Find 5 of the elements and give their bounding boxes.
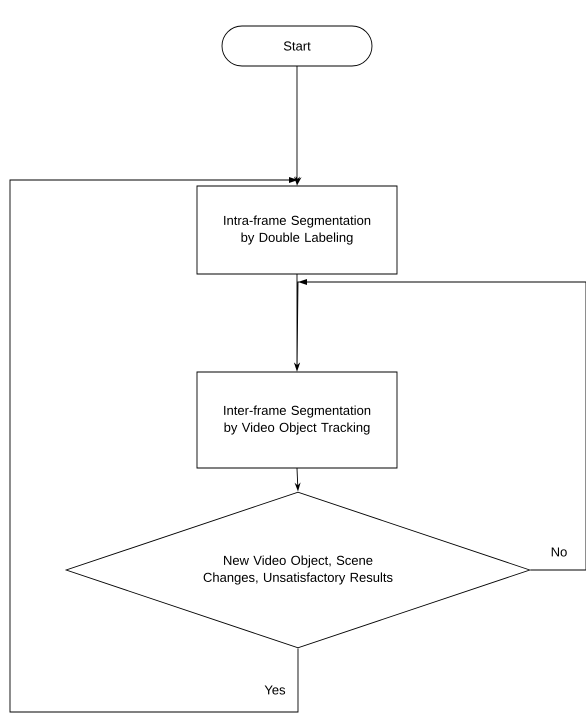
process-box: Inter-frame Segmentation by Video Object Tracking <box>196 372 398 468</box>
process-box: Intra-frame Segmentation by Double Labeling <box>196 186 398 274</box>
edge-label: Yes <box>262 683 288 697</box>
edge-label: No <box>548 545 570 559</box>
start-terminal: Start <box>222 26 372 66</box>
